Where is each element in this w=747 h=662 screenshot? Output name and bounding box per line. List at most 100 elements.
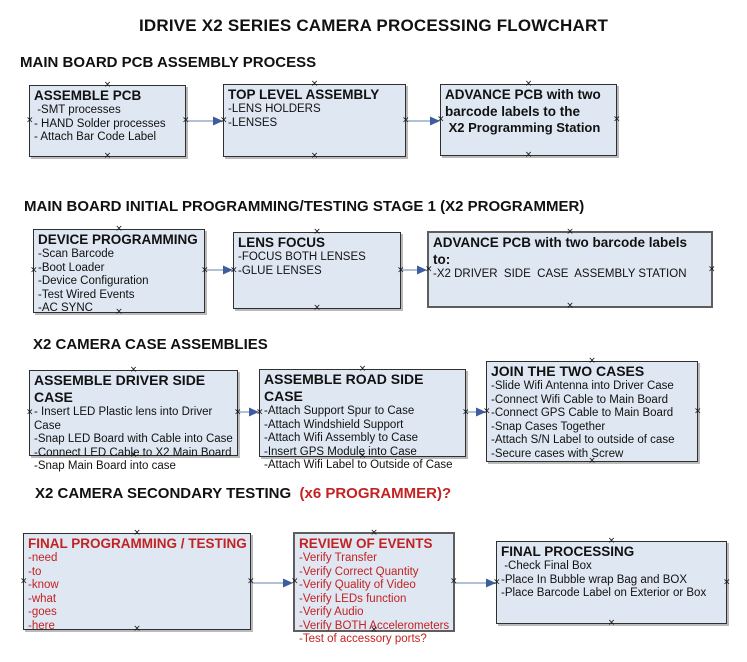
box-item: -LENSES <box>228 116 278 129</box>
box-title: ASSEMBLE ROAD SIDE CASE <box>264 371 428 404</box>
connector-handle-bottom: × <box>310 151 319 161</box>
box-item: -goes <box>28 606 57 618</box>
flow-arrow[interactable] <box>466 406 486 418</box>
flow-arrow[interactable] <box>406 115 440 127</box>
box-item: -Attach Support Spur to Case <box>264 405 415 417</box>
flow-box-top-level-assembly[interactable]: × × × × TOP LEVEL ASSEMBLY -LENS HOLDERS… <box>220 80 410 161</box>
box-item: -AC SYNC <box>38 302 93 314</box>
box-item: -Scan Barcode <box>38 248 115 260</box>
box-item: -LENS HOLDERS <box>228 103 321 115</box>
box-title: LENS FOCUS <box>238 235 326 250</box>
box-title: ADVANCE PCB with two barcode labels to: <box>433 235 691 267</box>
box-item: -Snap Cases Together <box>491 420 606 433</box>
section-heading-text: X2 CAMERA SECONDARY TESTING <box>35 485 296 502</box>
flow-box-lens-focus[interactable]: × × × × LENS FOCUS -FOCUS BOTH LENSES -G… <box>230 228 405 313</box>
section-heading-red-text: (x6 PROGRAMMER)? <box>295 485 452 502</box>
box-item: -Attach Wifi Label to Outside of Case <box>264 459 453 471</box>
flow-box-final-programming-testing[interactable]: × × × × FINAL PROGRAMMING / TESTING -nee… <box>20 529 255 634</box>
flow-box-assemble-driver-side-case[interactable]: × × × × ASSEMBLE DRIVER SIDE CASE - Inse… <box>26 366 242 473</box>
box-item: -Secure cases with Screw <box>491 447 624 460</box>
box-item: -FOCUS BOTH LENSES <box>238 251 366 263</box>
box-title: JOIN THE TWO CASES <box>491 363 645 379</box>
box-title: FINAL PROCESSING <box>501 544 635 559</box>
connector-handle-right: × <box>693 406 702 416</box>
box-item: -Verify BOTH Accelerometers <box>299 619 450 632</box>
section-heading-secondary-testing: X2 CAMERA SECONDARY TESTING (x6 PROGRAMM… <box>35 485 451 502</box>
box-item: -Place Barcode Label on Exterior or Box <box>501 587 707 599</box>
box-item: -Attach Windshield Support <box>264 418 404 431</box>
connector-handle-left: × <box>20 576 28 586</box>
connector-handle-left: × <box>30 265 38 276</box>
box-title: ASSEMBLE DRIVER SIDE CASE <box>34 372 210 405</box>
box-item: -X2 DRIVER SIDE CASE ASSEMBLY STATION <box>433 268 687 280</box>
connector-handle-left: × <box>26 407 34 418</box>
box-item: -Check Final Box <box>501 560 592 572</box>
flow-arrow[interactable] <box>205 264 233 276</box>
flow-box-assemble-pcb[interactable]: × × × × ASSEMBLE PCB -SMT processes - HA… <box>26 81 190 161</box>
box-item: -Snap LED Board with Cable into Case <box>34 433 233 445</box>
section-heading-text: X2 CAMERA CASE ASSEMBLIES <box>33 336 268 353</box>
flow-box-advance-pcb-driver-station[interactable]: × × × × ADVANCE PCB with two barcode lab… <box>425 228 716 311</box>
connector-handle-right: × <box>722 577 731 587</box>
box-item: -Verify LEDs function <box>299 592 407 605</box>
flow-arrow[interactable] <box>401 264 427 276</box>
flow-arrow[interactable] <box>251 577 293 589</box>
box-item: -Snap Main Board into case <box>34 460 176 472</box>
box-item: X2 Programming Station <box>445 120 601 135</box>
section-heading-case-assemblies: X2 CAMERA CASE ASSEMBLIES <box>33 336 268 353</box>
connector-handle-bottom: × <box>566 301 574 311</box>
box-item: -know <box>28 579 59 591</box>
connector-handle-bottom: × <box>103 151 112 161</box>
box-item: -Connect Wifi Cable to Main Board <box>491 393 669 406</box>
box-item: -here <box>28 619 55 632</box>
box-item: -to <box>28 565 42 578</box>
connector-handle-right: × <box>612 114 621 125</box>
section-heading-initial-programming: MAIN BOARD INITIAL PROGRAMMING/TESTING S… <box>24 198 584 215</box>
flow-box-assemble-road-side-case[interactable]: × × × × ASSEMBLE ROAD SIDE CASE -Attach … <box>256 365 470 472</box>
box-item: - HAND Solder processes <box>34 117 166 130</box>
flow-box-join-the-two-cases[interactable]: × × × × JOIN THE TWO CASES -Slide Wifi A… <box>483 357 702 466</box>
box-item: -need <box>28 552 58 564</box>
box-item: -Connect GPS Cable to Main Board <box>491 407 674 419</box>
box-item: -Insert GPS Module into Case <box>264 445 417 458</box>
box-item: -Slide Wifi Antenna into Driver Case <box>491 380 674 392</box>
box-item: -Attach Wifi Assembly to Case <box>264 432 419 444</box>
connector-handle-bottom: × <box>607 618 616 628</box>
box-item: - Attach Bar Code Label <box>34 131 157 143</box>
flow-arrow[interactable] <box>238 406 259 418</box>
box-item: -GLUE LENSES <box>238 264 322 277</box>
box-item: - Insert LED Plastic lens into Driver Ca… <box>34 406 216 432</box>
section-heading-text: MAIN BOARD INITIAL PROGRAMMING/TESTING S… <box>24 198 585 215</box>
flow-box-review-of-events[interactable]: × × × × REVIEW OF EVENTS -Verify Transfe… <box>291 529 458 646</box>
box-item: -Boot Loader <box>38 261 105 274</box>
box-title: REVIEW OF EVENTS <box>299 536 433 551</box>
box-title: FINAL PROGRAMMING / TESTING <box>28 536 247 551</box>
section-heading-pcb-assembly: MAIN BOARD PCB ASSEMBLY PROCESS <box>20 54 316 71</box>
flow-arrow[interactable] <box>455 577 496 589</box>
box-item: -Verify Correct Quantity <box>299 565 419 578</box>
box-item: -SMT processes <box>34 104 121 116</box>
connector-handle-bottom: × <box>313 303 321 313</box>
box-item: -Attach S/N Label to outside of case <box>491 434 675 446</box>
flow-box-device-programming[interactable]: × × × × DEVICE PROGRAMMING -Scan Barcode… <box>30 225 209 317</box>
section-heading-text: MAIN BOARD PCB ASSEMBLY PROCESS <box>20 54 317 71</box>
box-title: ADVANCE PCB with two barcode labels to t… <box>445 87 605 119</box>
connector-handle-right: × <box>707 264 716 274</box>
box-title: TOP LEVEL ASSEMBLY <box>228 87 380 102</box>
box-item: -Verify Audio <box>299 606 364 618</box>
flow-arrow[interactable] <box>186 115 223 127</box>
flow-box-final-processing[interactable]: × × × × FINAL PROCESSING -Check Final Bo… <box>493 537 731 628</box>
box-title: ASSEMBLE PCB <box>34 88 142 103</box>
connector-handle-bottom: × <box>524 150 533 160</box>
box-item: -Verify Quality of Video <box>299 579 416 591</box>
box-item: -Test of accessory ports? <box>299 633 427 645</box>
box-item: -Test Wired Events <box>38 288 135 301</box>
box-item: -Device Configuration <box>38 275 149 287</box>
box-title: DEVICE PROGRAMMING <box>38 232 198 247</box>
box-item: -Verify Transfer <box>299 552 377 564</box>
connector-handle-left: × <box>26 115 34 126</box>
flow-box-advance-pcb-programming[interactable]: × × × × ADVANCE PCB with two barcode lab… <box>437 80 621 160</box>
box-item: -what <box>28 592 57 605</box>
box-item: -Connect LED Cable to X2 Main Board <box>34 446 232 459</box>
